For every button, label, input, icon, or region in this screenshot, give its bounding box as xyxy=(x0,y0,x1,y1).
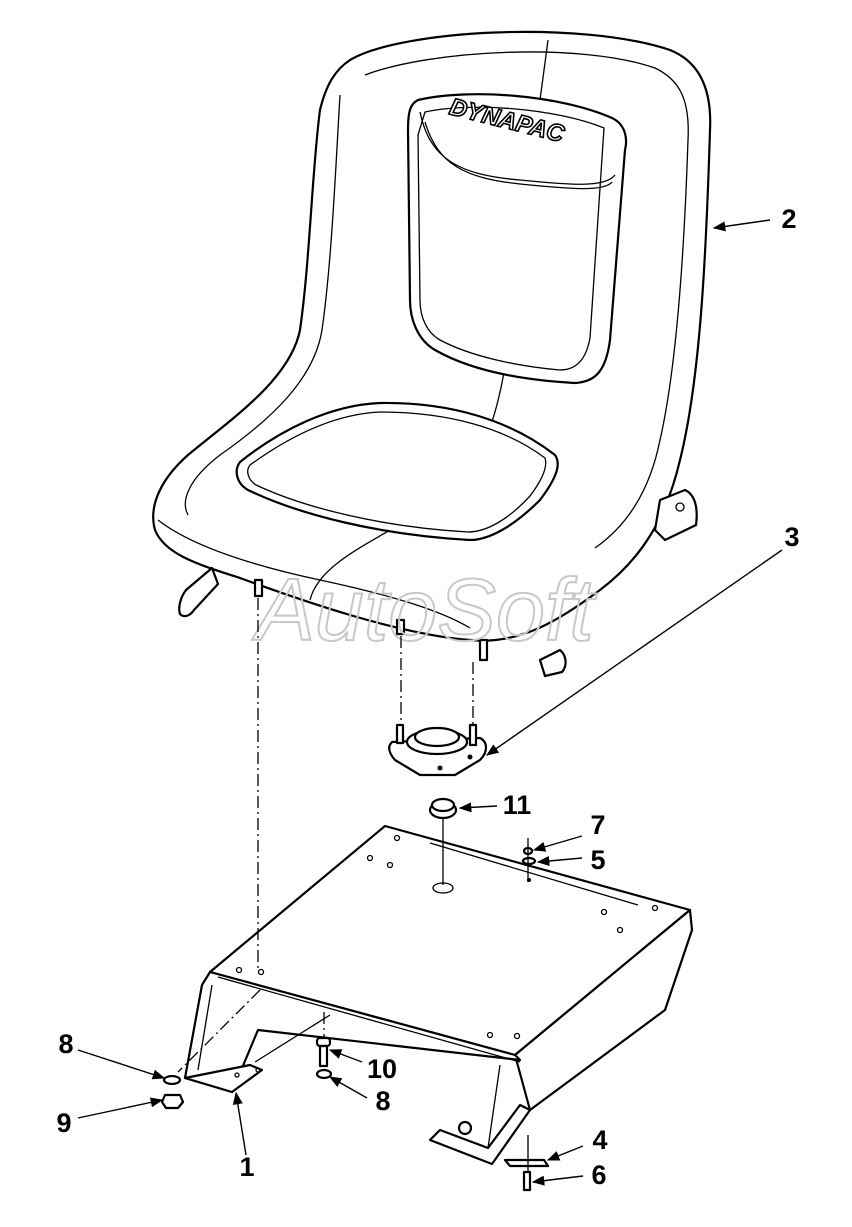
seat: DYNAPAC xyxy=(152,30,712,678)
callout-4: 4 xyxy=(592,1125,607,1155)
callout-1: 1 xyxy=(239,1152,254,1182)
callout-9: 9 xyxy=(56,1108,71,1138)
leader-lines xyxy=(77,219,783,1186)
seat-mounting-bracket xyxy=(183,824,694,1166)
callout-7: 7 xyxy=(590,810,605,840)
assembly-centerlines xyxy=(177,598,529,1172)
callout-5: 5 xyxy=(590,845,605,875)
callout-8-bolt-washer: 8 xyxy=(375,1086,390,1116)
swivel-base xyxy=(388,723,488,777)
callout-10: 10 xyxy=(367,1054,397,1084)
callout-11: 11 xyxy=(503,790,532,820)
callout-labels: 2 3 11 7 5 10 8 8 9 1 4 6 xyxy=(56,204,799,1190)
watermark-text: AutoSoft xyxy=(251,560,597,659)
callout-2: 2 xyxy=(781,204,796,234)
callout-8-left-washer: 8 xyxy=(58,1029,73,1059)
callout-6: 6 xyxy=(591,1160,606,1190)
rubber-bumper xyxy=(428,797,458,820)
callout-3: 3 xyxy=(784,522,799,552)
